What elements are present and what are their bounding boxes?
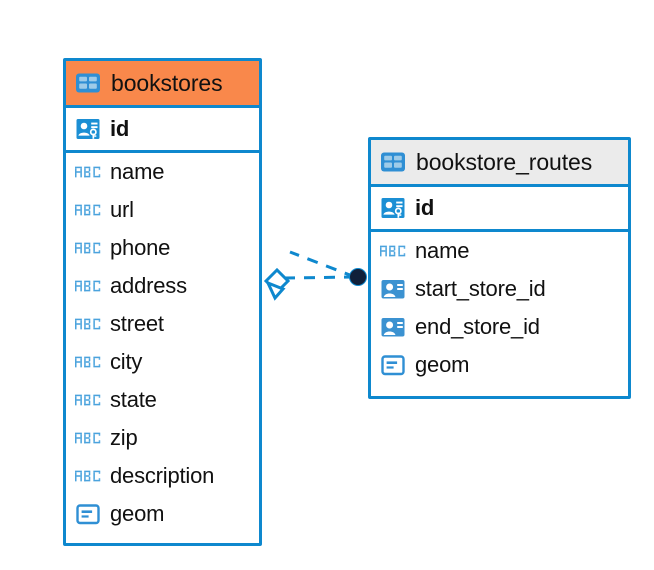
geometry-type-icon (75, 501, 101, 527)
field-label: phone (110, 235, 171, 260)
circle-marker-icon (350, 269, 366, 285)
entity-header-bookstore-routes[interactable]: bookstore_routes (371, 140, 628, 187)
field-list-bookstore-routes: name start_store_id (371, 232, 628, 388)
field-label: city (110, 349, 143, 374)
circle-marker-outer-icon (349, 268, 367, 286)
field-row-phone[interactable]: phone (66, 229, 259, 267)
text-type-icon (75, 197, 101, 223)
field-row-address[interactable]: address (66, 267, 259, 305)
field-label: start_store_id (415, 276, 546, 301)
table-icon (75, 70, 101, 96)
field-row-url[interactable]: url (66, 191, 259, 229)
diamond-arrow-tail-icon (265, 280, 286, 301)
field-label: street (110, 311, 164, 336)
field-label: name (110, 159, 165, 184)
field-label: geom (415, 352, 470, 377)
field-row-name[interactable]: name (371, 232, 628, 270)
text-type-icon (75, 387, 101, 413)
entity-title: bookstore_routes (416, 148, 593, 175)
entity-table-bookstores[interactable]: bookstores id (63, 58, 262, 546)
field-label: id (415, 195, 435, 220)
diamond-marker-icon (263, 267, 291, 295)
field-row-name[interactable]: name (66, 153, 259, 191)
geometry-type-icon (380, 352, 406, 378)
foreign-key-icon (380, 276, 406, 302)
field-label: zip (110, 425, 138, 450)
field-row-geom[interactable]: geom (371, 346, 628, 384)
entity-header-bookstores[interactable]: bookstores (66, 61, 259, 108)
field-row-start-store-id[interactable]: start_store_id (371, 270, 628, 308)
foreign-key-icon (380, 314, 406, 340)
field-row-id[interactable]: id (371, 187, 628, 232)
field-row-state[interactable]: state (66, 381, 259, 419)
text-type-icon (75, 425, 101, 451)
text-type-icon (75, 311, 101, 337)
field-label: id (110, 116, 130, 141)
relationship-line-upper (284, 275, 356, 280)
text-type-icon (75, 349, 101, 375)
field-row-geom[interactable]: geom (66, 495, 259, 533)
field-row-street[interactable]: street (66, 305, 259, 343)
field-label: state (110, 387, 157, 412)
text-type-icon (75, 463, 101, 489)
field-label: description (110, 463, 215, 488)
field-label: end_store_id (415, 314, 540, 339)
field-label: geom (110, 501, 165, 526)
entity-title: bookstores (111, 69, 223, 96)
field-row-description[interactable]: description (66, 457, 259, 495)
field-row-id[interactable]: id (66, 108, 259, 153)
primary-key-icon (380, 195, 406, 221)
field-label: url (110, 197, 134, 222)
field-row-end-store-id[interactable]: end_store_id (371, 308, 628, 346)
text-type-icon (380, 238, 406, 264)
text-type-icon (75, 159, 101, 185)
relationship-line-lower (289, 250, 356, 279)
field-label: address (110, 273, 187, 298)
field-row-city[interactable]: city (66, 343, 259, 381)
field-list-bookstores: name (66, 153, 259, 537)
entity-table-bookstore-routes[interactable]: bookstore_routes id (368, 137, 631, 399)
table-icon (380, 149, 406, 175)
primary-key-icon (75, 116, 101, 142)
text-type-icon (75, 273, 101, 299)
field-label: name (415, 238, 470, 263)
text-type-icon (75, 235, 101, 261)
field-row-zip[interactable]: zip (66, 419, 259, 457)
